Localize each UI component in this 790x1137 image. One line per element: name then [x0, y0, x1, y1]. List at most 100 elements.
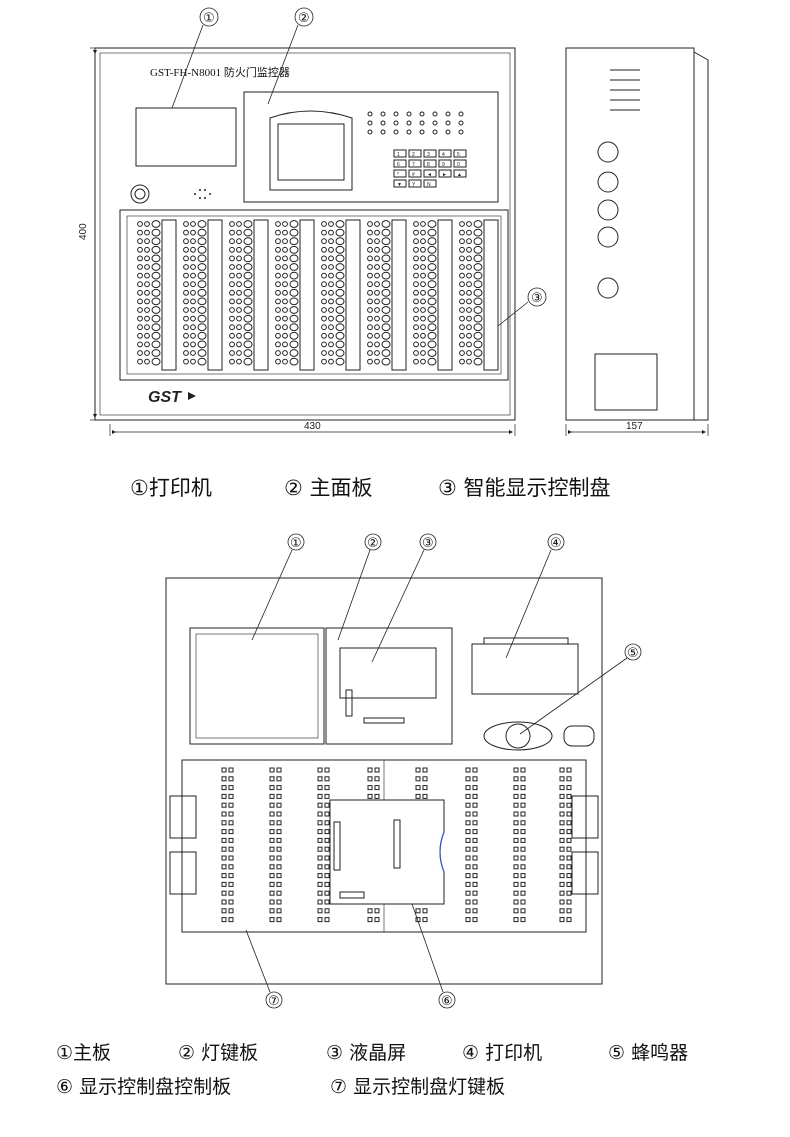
lamp-led: [420, 221, 426, 227]
lamp-key: [381, 220, 391, 228]
board-lamp: [559, 899, 565, 905]
lamp-key: [381, 228, 391, 237]
board-lamp: [276, 908, 282, 914]
lamp-key: [243, 331, 253, 340]
lamp-key: [427, 237, 437, 246]
lamp-led: [367, 324, 373, 331]
lamp-led: [321, 272, 327, 279]
board-lamp: [269, 899, 275, 905]
lamp-led: [413, 358, 419, 365]
board-lamp: [559, 881, 565, 887]
lamp-key: [473, 280, 483, 289]
board-lamp: [422, 908, 428, 914]
board-lamp: [422, 785, 428, 791]
keypad-key-label: 7: [412, 162, 415, 168]
board-lamp: [317, 829, 323, 835]
lamp-led: [328, 272, 334, 279]
board-lamp: [221, 917, 227, 923]
lamp-led: [183, 246, 189, 253]
lamp-key: [197, 297, 207, 306]
lamp-led: [328, 229, 334, 236]
panel-led: [419, 129, 425, 135]
lamp-key: [151, 280, 161, 289]
lamp-led: [367, 289, 373, 296]
lamp-led: [275, 350, 281, 356]
lamp-led: [183, 272, 189, 279]
lamp-led: [367, 341, 373, 348]
board-lamp: [317, 793, 323, 799]
board-lamp: [324, 899, 330, 905]
lamp-led: [413, 298, 419, 305]
board-lamp: [559, 811, 565, 817]
lamp-led: [466, 238, 472, 245]
board-lamp: [465, 793, 471, 799]
panel-led: [432, 120, 438, 126]
board-lamp: [559, 802, 565, 808]
lamp-led: [328, 350, 334, 356]
lamp-led: [236, 255, 242, 262]
lamp-key: [289, 263, 299, 271]
lamp-led: [374, 246, 380, 253]
board-lamp: [228, 864, 234, 870]
lamp-key: [289, 323, 299, 332]
board-lamp: [520, 873, 526, 879]
board-lamp: [472, 820, 478, 826]
board-lamp: [317, 890, 323, 896]
lamp-key: [243, 271, 253, 280]
board-lamp: [559, 855, 565, 861]
lamp-led: [459, 221, 465, 227]
board-lamp: [317, 908, 323, 914]
keypad-key: [453, 169, 467, 178]
board-lamp: [520, 793, 526, 799]
lamp-led: [282, 358, 288, 365]
keypad-key-label: 9: [442, 162, 445, 168]
keypad-key-label: ►: [442, 172, 447, 178]
board-lamp: [422, 776, 428, 782]
lamp-led: [282, 341, 288, 348]
lamp-key: [335, 314, 345, 323]
lamp-key: [151, 237, 161, 246]
keypad-key: [423, 159, 437, 168]
board-lamp: [228, 811, 234, 817]
lamp-key: [289, 228, 299, 237]
lamp-led: [328, 289, 334, 296]
lamp-led: [367, 221, 373, 227]
lamp-column-strip: [253, 219, 269, 371]
board-lamp: [324, 767, 330, 773]
board-lamp: [472, 908, 478, 914]
lamp-key: [197, 349, 207, 357]
board-lamp: [513, 820, 519, 826]
board-lamp: [221, 899, 227, 905]
lamp-led: [282, 315, 288, 322]
board-lamp: [276, 820, 282, 826]
internal-callout-7: ⑦: [268, 994, 280, 1009]
lamp-led: [321, 350, 327, 356]
lamp-key: [335, 340, 345, 349]
board-lamp: [269, 785, 275, 791]
board-lamp: [520, 811, 526, 817]
lamp-led: [236, 324, 242, 331]
board-lamp: [221, 802, 227, 808]
board-lamp: [566, 802, 572, 808]
board-lamp: [228, 899, 234, 905]
lamp-key: [473, 263, 483, 271]
board-lamp: [465, 846, 471, 852]
lamp-led: [137, 221, 143, 227]
lamp-led: [183, 358, 189, 365]
lamp-led: [190, 332, 196, 339]
board-lamp: [566, 908, 572, 914]
lamp-led: [144, 324, 150, 331]
board-lamp: [269, 837, 275, 843]
lamp-key: [243, 357, 253, 366]
board-lamp: [228, 785, 234, 791]
board-lamp: [367, 917, 373, 923]
board-lamp: [276, 881, 282, 887]
lamp-led: [236, 350, 242, 356]
lamp-led: [236, 358, 242, 365]
lamp-led: [236, 281, 242, 288]
lamp-led: [275, 264, 281, 270]
board-lamp: [520, 785, 526, 791]
board-lamp: [367, 785, 373, 791]
lamp-led: [144, 298, 150, 305]
lamp-led: [275, 272, 281, 279]
